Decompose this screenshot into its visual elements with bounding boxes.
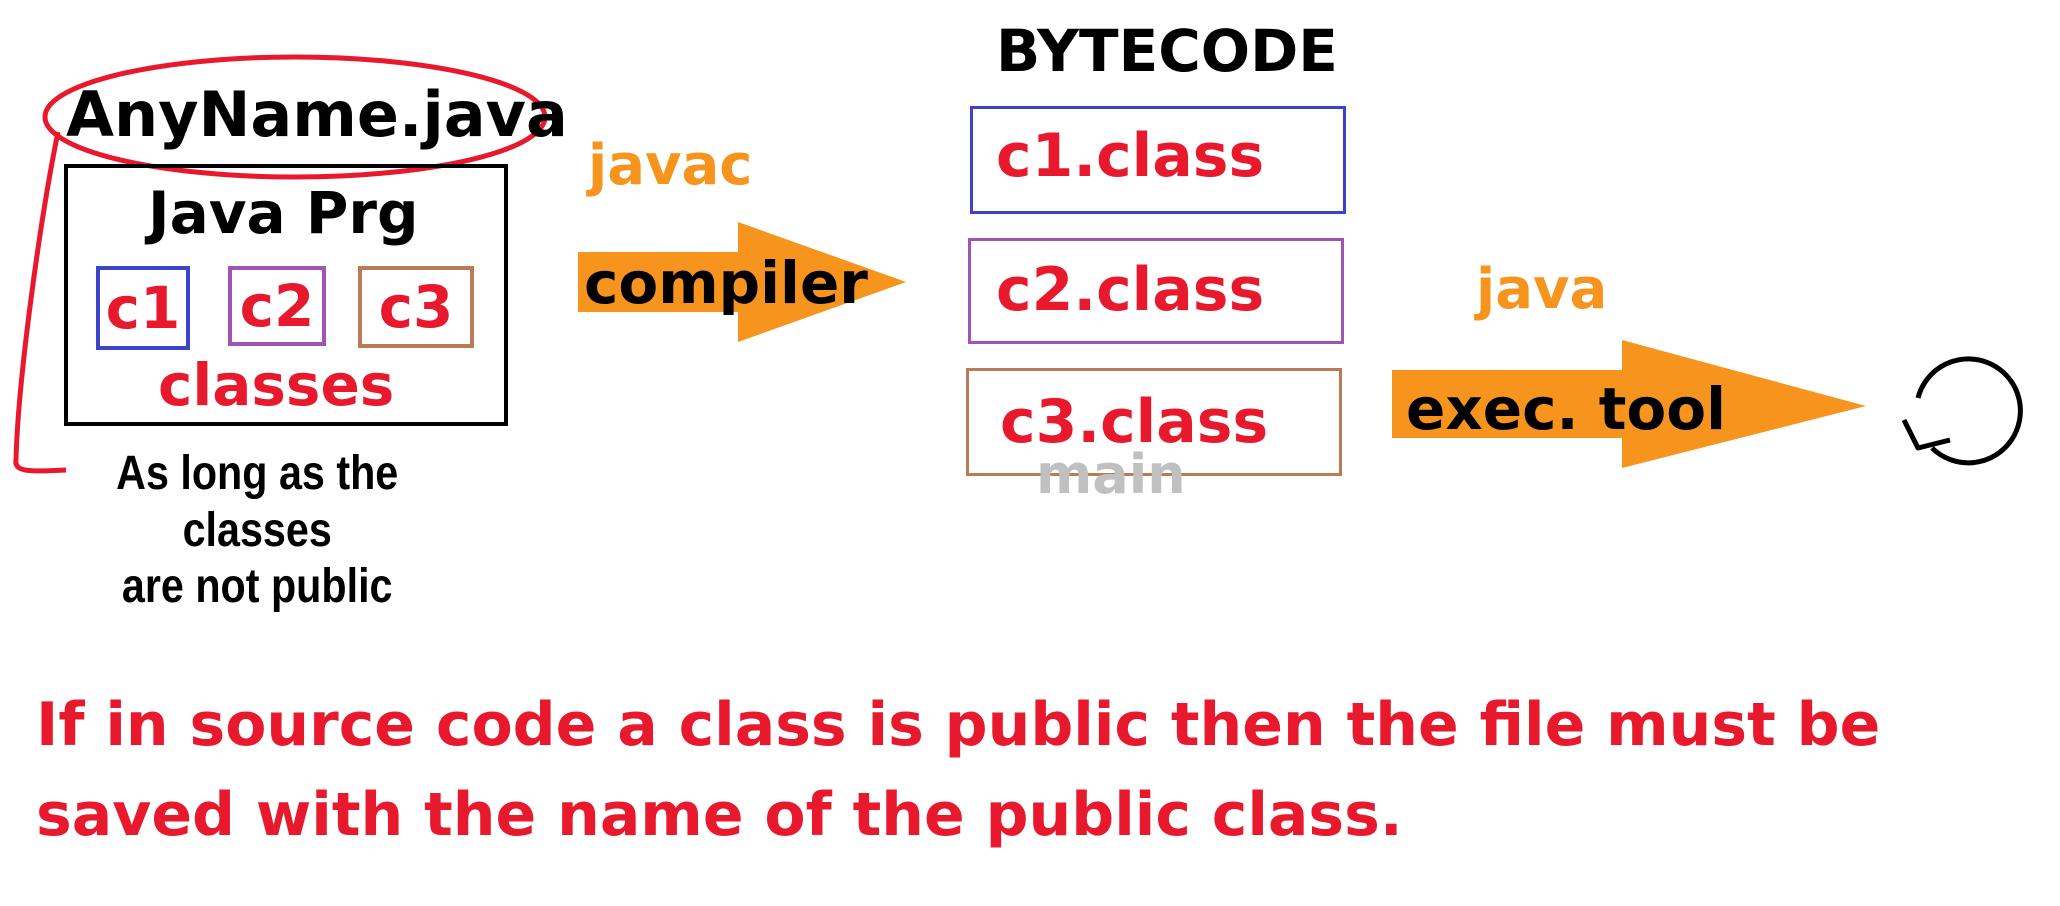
filename-highlight-ellipse — [42, 54, 548, 180]
source-program-box — [64, 164, 508, 426]
source-class-c3: c3 — [358, 266, 474, 348]
compiler-arrow-label: compiler — [584, 249, 868, 317]
public-note: As long as the classes are not public — [68, 446, 446, 616]
bytecode-file-label: c2.class — [996, 255, 1265, 325]
class-label: c2 — [239, 272, 315, 340]
bytecode-file-label: c1.class — [996, 121, 1265, 191]
main-marker: main — [1036, 443, 1186, 506]
classes-caption: classes — [158, 351, 395, 419]
bytecode-file-c1 — [970, 106, 1346, 214]
source-class-c1: c1 — [96, 266, 190, 350]
class-label: c1 — [105, 274, 181, 342]
note-line: are not public — [121, 560, 393, 614]
bytecode-file-c2 — [968, 238, 1344, 344]
exec-tool-arrow-label: exec. tool — [1406, 375, 1726, 443]
program-title: Java Prg — [148, 179, 419, 247]
refresh-icon — [1901, 356, 2023, 466]
compiler-arrow — [578, 222, 906, 342]
rule-statement: If in source code a class is public then… — [36, 690, 1881, 850]
exec-tool-arrow — [1392, 340, 1866, 468]
note-connector-line — [13, 131, 67, 474]
bytecode-file-c3 — [966, 368, 1342, 476]
source-class-c2: c2 — [228, 266, 326, 346]
java-label: java — [1476, 257, 1608, 322]
bytecode-heading: BYTECODE — [996, 17, 1338, 85]
class-label: c3 — [378, 273, 454, 341]
javac-label: javac — [588, 133, 753, 198]
note-line: As long as the classes — [116, 447, 399, 557]
source-filename: AnyName.java — [66, 78, 568, 151]
bytecode-file-label: c3.class — [1000, 387, 1269, 457]
